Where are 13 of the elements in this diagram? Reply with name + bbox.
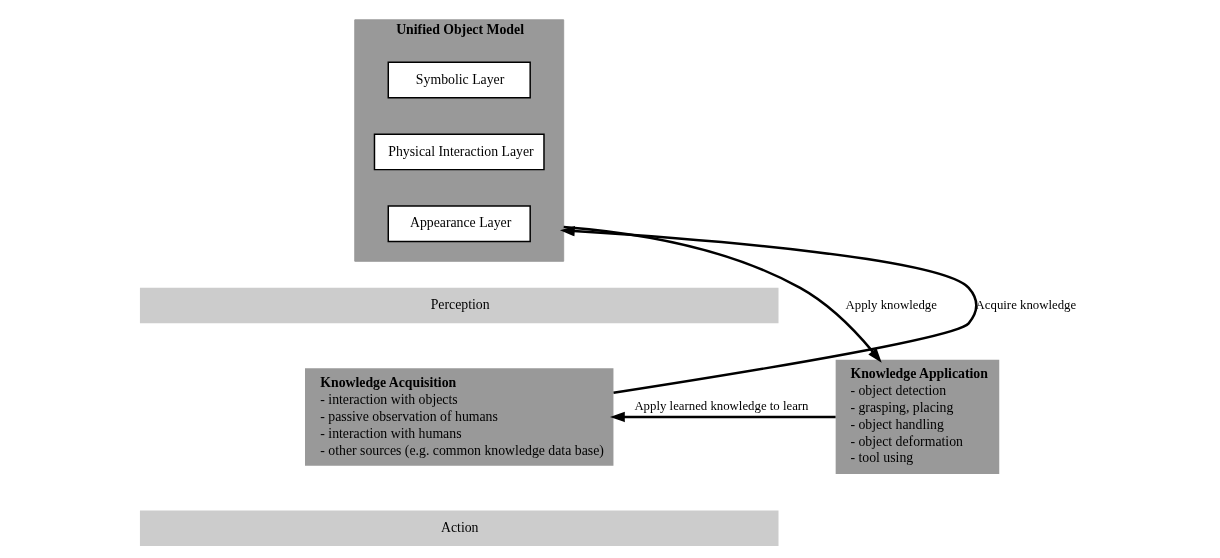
node-box: Appearance Layer <box>387 205 531 243</box>
edge-label: Apply learned knowledge to learn <box>634 399 809 414</box>
node-box: Knowledge Application - object detection - grasping, placing - object handling - object deformation - tool using <box>835 359 1000 475</box>
node-box: Perception <box>139 287 779 324</box>
arrow <box>563 225 882 363</box>
node-box: Knowledge Acquisition - interaction with objects - passive observation of humans - interaction with humans - other sources (e.g. common knowledge data base) <box>305 368 614 466</box>
arrow <box>610 411 836 423</box>
node-box: Action <box>139 510 779 547</box>
edge-label: Acquire knowledge <box>975 297 1077 312</box>
node-box: Symbolic Layer <box>387 61 531 99</box>
arrow <box>559 225 978 395</box>
node-box: Physical Interaction Layer <box>373 133 545 171</box>
edge-label: Apply knowledge <box>845 297 937 312</box>
